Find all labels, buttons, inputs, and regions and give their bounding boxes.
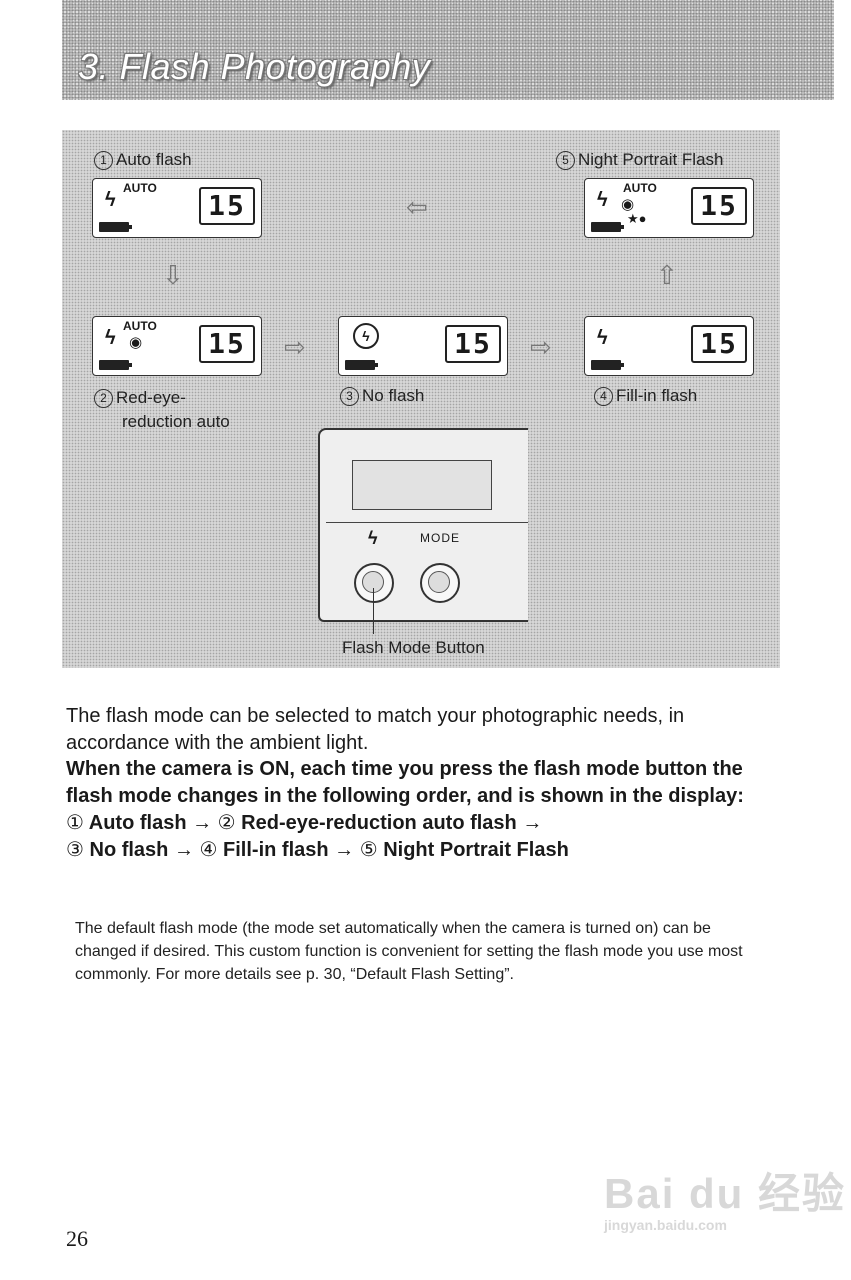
battery-icon [591,222,624,232]
arrow-left-icon: ⇦ [406,192,428,222]
frame-counter: 15 [445,325,501,363]
instruction-paragraph: When the camera is ON, each time you pre… [66,758,744,861]
frame-counter: 15 [199,325,255,363]
arrow-right-icon: ⇨ [284,332,306,362]
flash-mode-button [354,563,394,603]
night-portrait-icon: ★● [627,211,647,226]
red-eye-icon: ◉ [129,334,143,351]
section-title: 3. Flash Photography [78,46,431,87]
battery-icon [99,222,132,232]
watermark-logo: Bai du 经验 jingyan.baidu.com [604,1170,847,1233]
battery-icon [99,360,132,370]
flash-bolt-icon: ϟ [105,189,116,211]
page-number: 26 [66,1226,88,1251]
frame-counter: 15 [691,187,747,225]
flash-bolt-icon: ϟ [368,528,378,548]
flash-bolt-icon: ϟ [597,189,608,211]
mode-button-label: MODE [420,531,460,545]
flash-bolt-icon: ϟ [597,327,608,349]
camera-back-illustration: ϟ MODE [318,428,528,634]
battery-icon [345,360,378,370]
lcd-display-red-eye: AUTO ϟ ◉ 15 [92,316,262,376]
callout-line [373,588,374,634]
lcd-display-auto-flash: AUTO ϟ 15 [92,178,262,238]
arrow-right-icon: ⇨ [530,332,552,362]
section-header: 3. Flash Photography [62,0,834,100]
intro-paragraph: The flash mode can be selected to match … [66,705,685,754]
arrow-up-icon: ⇧ [656,260,678,290]
lcd-display-night-portrait: AUTO ϟ ◉ ★● 15 [584,178,754,238]
mode-button [420,563,460,603]
red-eye-icon: ◉ [621,196,635,213]
no-flash-icon: ϟ [353,323,379,349]
flash-mode-button-caption: Flash Mode Button [342,638,485,657]
battery-icon [591,360,624,370]
frame-counter: 15 [199,187,255,225]
camera-lcd-panel [352,460,492,510]
note-paragraph: The default flash mode (the mode set aut… [75,920,743,983]
frame-counter: 15 [691,325,747,363]
flash-bolt-icon: ϟ [105,327,116,349]
lcd-display-fill-in: ϟ 15 [584,316,754,376]
arrow-down-icon: ⇩ [162,260,184,290]
lcd-display-no-flash: ϟ 15 [338,316,508,376]
